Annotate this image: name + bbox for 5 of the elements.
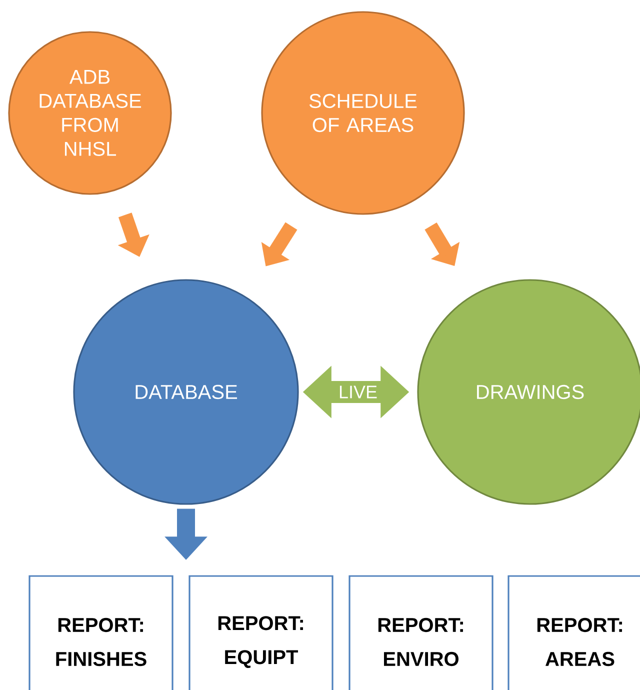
report-box: REPORT: ENVIRO: [348, 575, 494, 690]
report-box: REPORT: EQUIPT: [188, 575, 334, 690]
report-box: REPORT: FINISHES: [28, 575, 174, 690]
report-box: REPORT: AREAS: [508, 575, 640, 690]
edge-label: LIVE: [338, 384, 379, 400]
